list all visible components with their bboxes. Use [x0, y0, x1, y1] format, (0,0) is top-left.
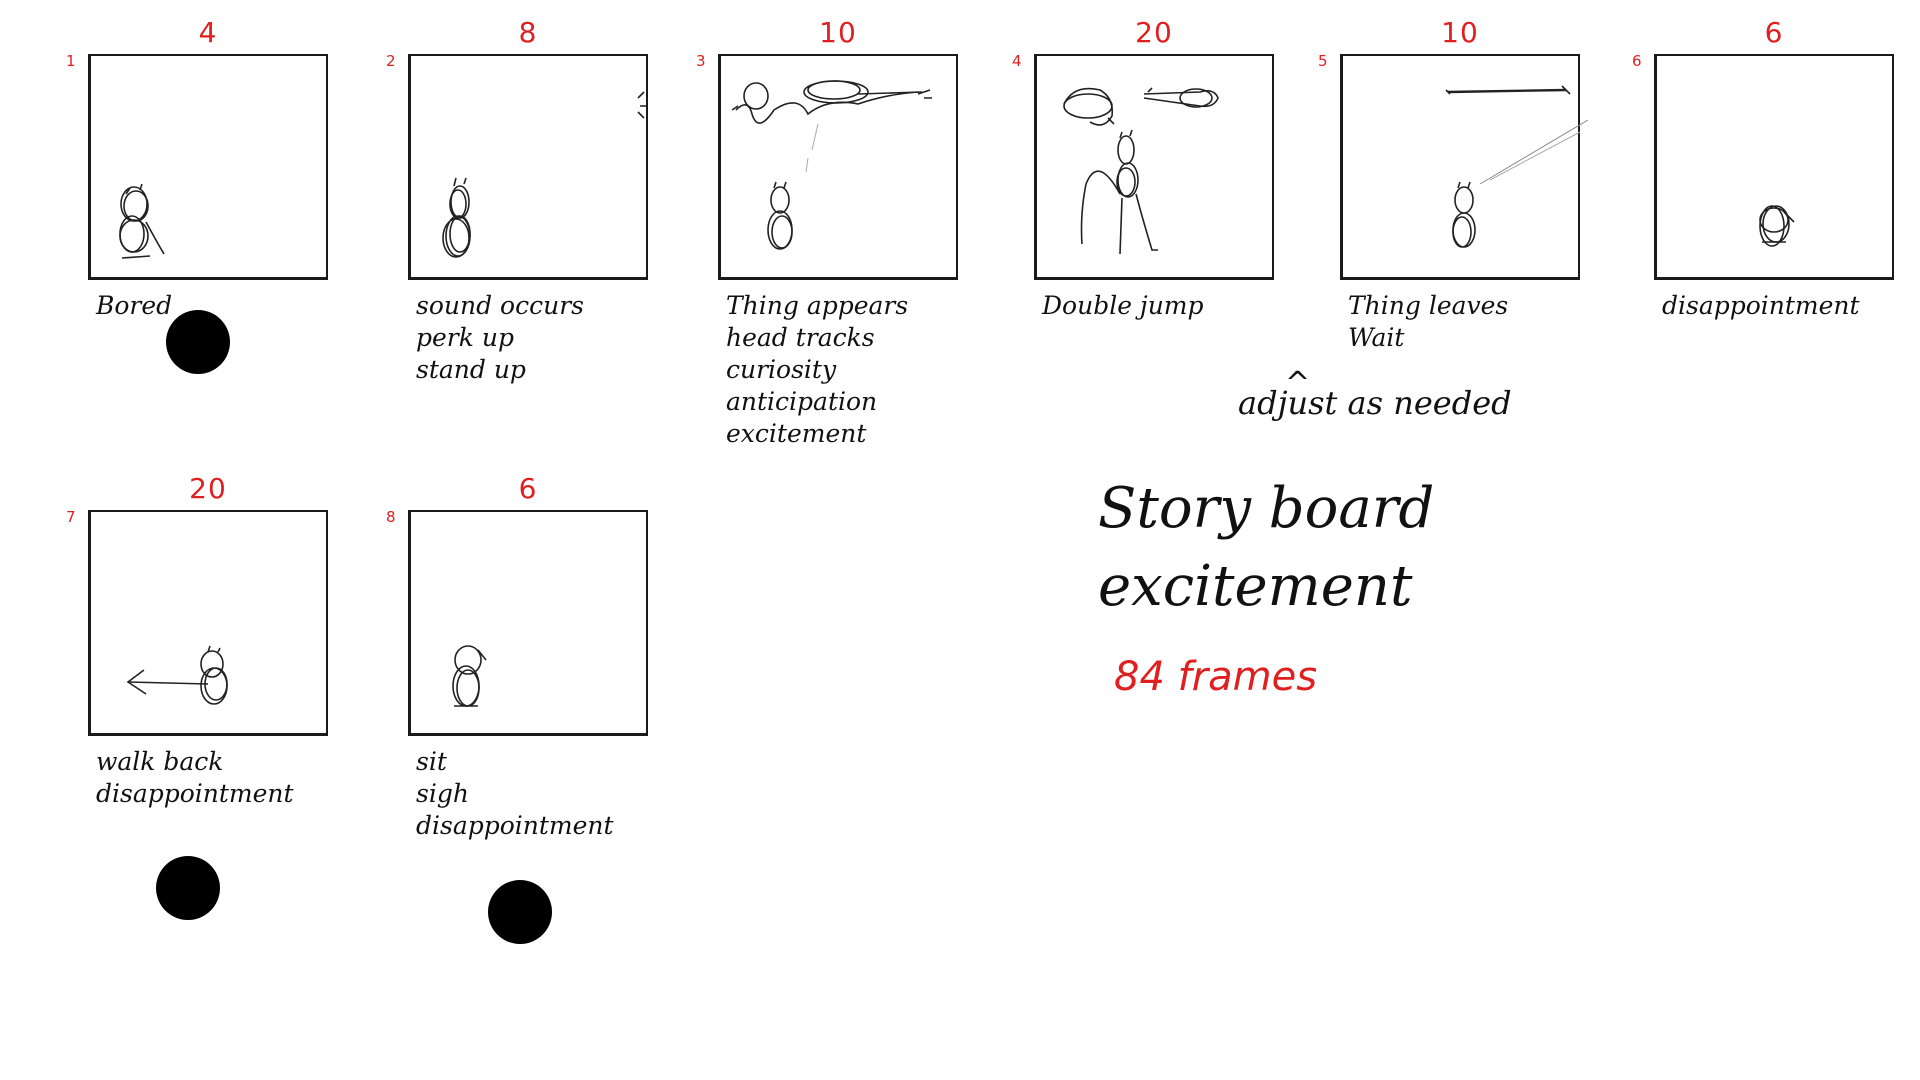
- panel-caption: disappointment: [1662, 291, 1860, 320]
- panel-frame: [1654, 54, 1894, 280]
- panel-caption: Double jump: [1042, 291, 1204, 320]
- frame-count: 8: [518, 16, 538, 49]
- panel-caption: Thing leaves Wait: [1348, 291, 1509, 352]
- panel-frame: [718, 54, 958, 280]
- panel-caption: Thing appears head tracks curiosity anti…: [726, 291, 909, 448]
- panel-frame: [88, 54, 328, 280]
- character-sketch: [731, 80, 932, 250]
- panel-number: 8: [386, 508, 396, 526]
- panel-frame: [408, 54, 648, 280]
- frame-count: 6: [1764, 16, 1784, 49]
- panel-number: 4: [1012, 52, 1022, 70]
- character-sketch: [452, 645, 487, 707]
- panel-caption: sit sigh disappointment: [416, 747, 614, 840]
- adjust-note: adjust as needed: [1238, 384, 1512, 422]
- storyboard-title: Story board excitement: [1098, 476, 1435, 619]
- panel-caption: Bored: [96, 291, 173, 320]
- character-sketch: [1445, 85, 1589, 248]
- insert-caret-mark: ^: [1285, 366, 1311, 401]
- frame-count: 10: [819, 16, 857, 49]
- panel-frame: [88, 510, 328, 736]
- panel-number: 5: [1318, 52, 1328, 70]
- panel-number: 2: [386, 52, 396, 70]
- panel-number: 1: [66, 52, 76, 70]
- key-pose-marker: [488, 880, 552, 944]
- panel-caption: sound occurs perk up stand up: [416, 291, 584, 384]
- panel-number: 7: [66, 508, 76, 526]
- total-frames: 84 frames: [1114, 654, 1318, 700]
- panel-frame: [408, 510, 648, 736]
- frame-count: 6: [518, 472, 538, 505]
- panel-number: 6: [1632, 52, 1642, 70]
- character-sketch: [126, 645, 228, 705]
- panel-frame: [1340, 54, 1580, 280]
- panel-caption: walk back disappointment: [96, 747, 294, 808]
- character-sketch: [1063, 87, 1219, 255]
- frame-count: 20: [189, 472, 227, 505]
- frame-count: 4: [198, 16, 218, 49]
- character-sketch: [1759, 205, 1795, 247]
- key-pose-marker: [166, 310, 230, 374]
- character-sketch: [119, 183, 165, 259]
- frame-count: 20: [1135, 16, 1173, 49]
- frame-count: 10: [1441, 16, 1479, 49]
- character-sketch: [442, 91, 646, 258]
- panel-frame: [1034, 54, 1274, 280]
- key-pose-marker: [156, 856, 220, 920]
- panel-number: 3: [696, 52, 706, 70]
